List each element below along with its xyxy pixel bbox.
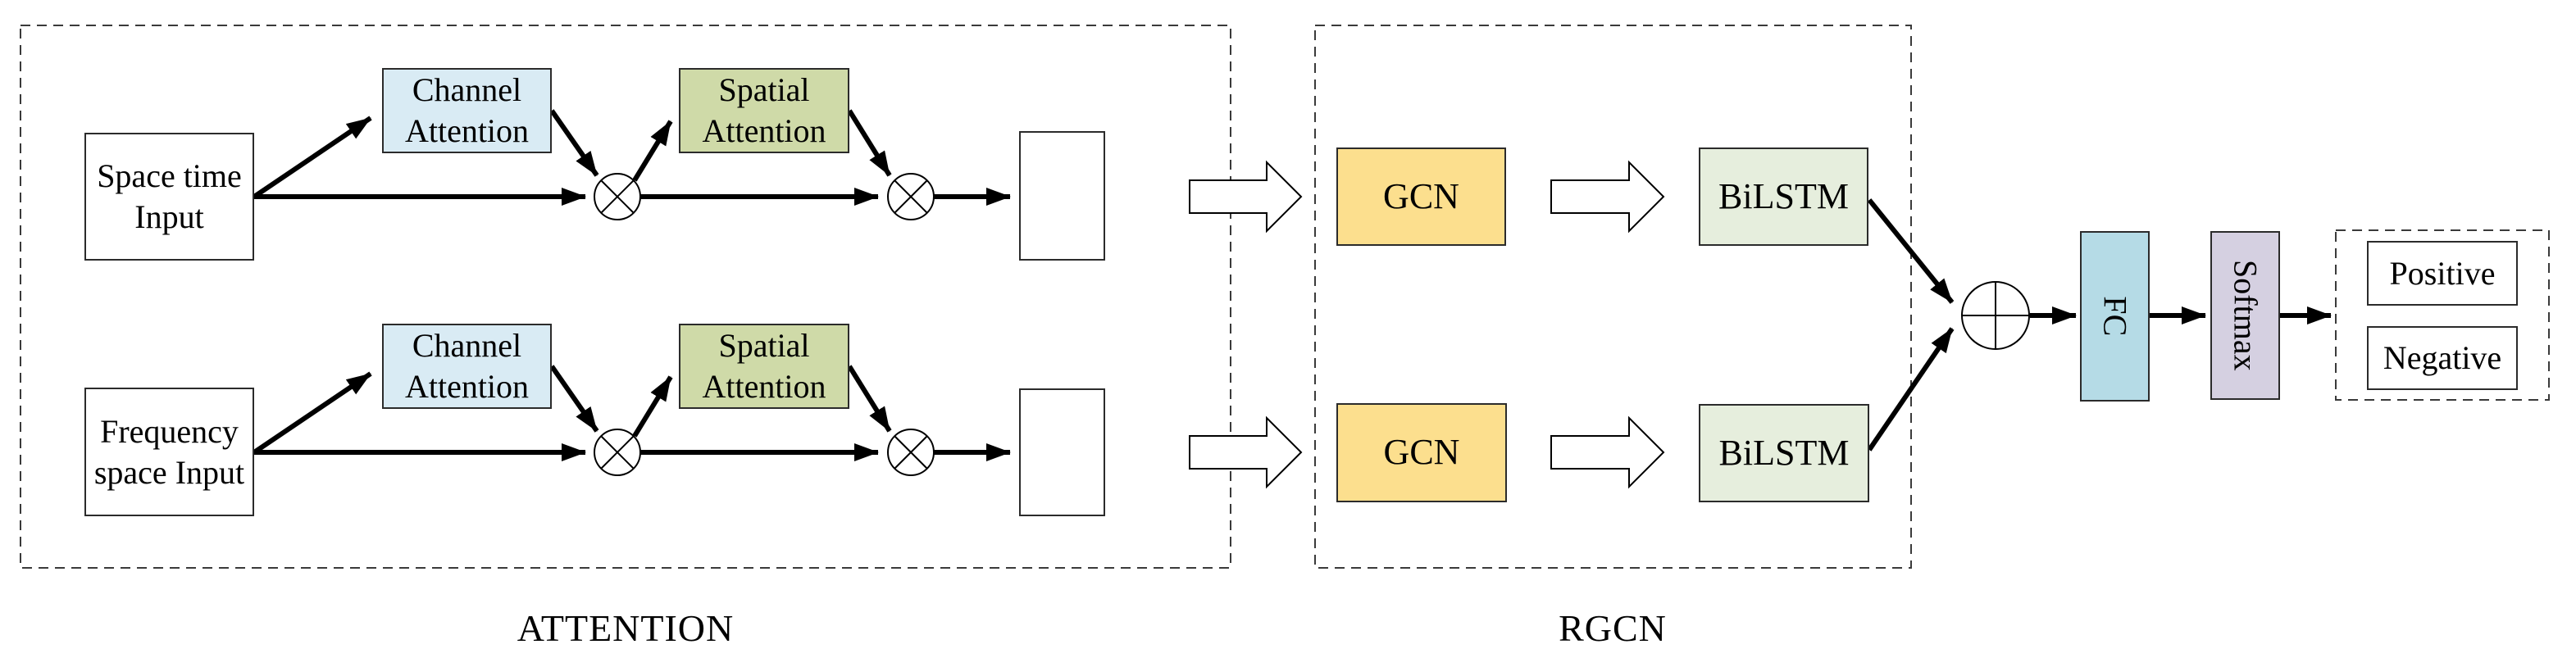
softmax-box: Softmax [2210, 231, 2280, 400]
multiply-icon [887, 173, 935, 220]
attention-section-label: ATTENTION [517, 607, 735, 649]
attention-output-box-row2 [1019, 388, 1105, 516]
multiply-icon [887, 429, 935, 476]
negative-output-box: Negative [2367, 326, 2518, 390]
rgcn-module-frame [1314, 25, 1912, 569]
fc-label: FC [2096, 296, 2134, 337]
space-time-input-box: Space time Input [84, 133, 254, 261]
positive-output-label: Positive [2389, 254, 2496, 292]
spatial-attention-label: Spatial Attention [702, 71, 826, 149]
bilstm-box-row1: BiLSTM [1699, 147, 1868, 246]
gcn-box-row1: GCN [1336, 147, 1506, 246]
branch2-connectors [253, 365, 1011, 461]
fc-box: FC [2080, 231, 2150, 402]
flow-arrow-icons [1189, 160, 1665, 489]
merge-connectors [1867, 198, 2332, 452]
flow-arrow-icon [1550, 160, 1665, 234]
multiply-icon [594, 429, 641, 476]
channel-attention-label: Channel Attention [404, 71, 530, 149]
multiply-icon [594, 173, 641, 220]
output-frame [2335, 229, 2550, 401]
rgcn-section-label: RGCN [1559, 607, 1667, 649]
bilstm-label: BiLSTM [1718, 175, 1849, 216]
flow-arrow-icon [1189, 160, 1303, 234]
bilstm-label: BiLSTM [1718, 432, 1850, 473]
sum-icon [1961, 281, 2030, 350]
channel-attention-box-row2: Channel Attention [382, 324, 552, 409]
spatial-attention-box-row1: Spatial Attention [679, 68, 849, 153]
attention-output-box-row1 [1019, 131, 1105, 261]
gcn-label: GCN [1383, 175, 1459, 216]
frequency-input-label: Frequency space Input [93, 412, 245, 491]
attention-module-frame [20, 25, 1231, 569]
channel-attention-label: Channel Attention [404, 327, 530, 405]
frequency-input-box: Frequency space Input [84, 388, 254, 516]
negative-output-label: Negative [2383, 339, 2502, 377]
space-time-input-label: Space time Input [97, 157, 242, 235]
gcn-label: GCN [1383, 432, 1460, 473]
spatial-attention-box-row2: Spatial Attention [679, 324, 849, 409]
branch1-connectors [253, 109, 1011, 206]
bilstm-box-row2: BiLSTM [1699, 404, 1869, 502]
flow-arrow-icon [1189, 415, 1303, 489]
positive-output-box: Positive [2367, 241, 2518, 306]
spatial-attention-label: Spatial Attention [702, 327, 826, 405]
channel-attention-box-row1: Channel Attention [382, 68, 552, 153]
flow-arrow-icon [1550, 415, 1665, 489]
gcn-box-row2: GCN [1336, 403, 1507, 502]
softmax-label: Softmax [2227, 260, 2264, 371]
